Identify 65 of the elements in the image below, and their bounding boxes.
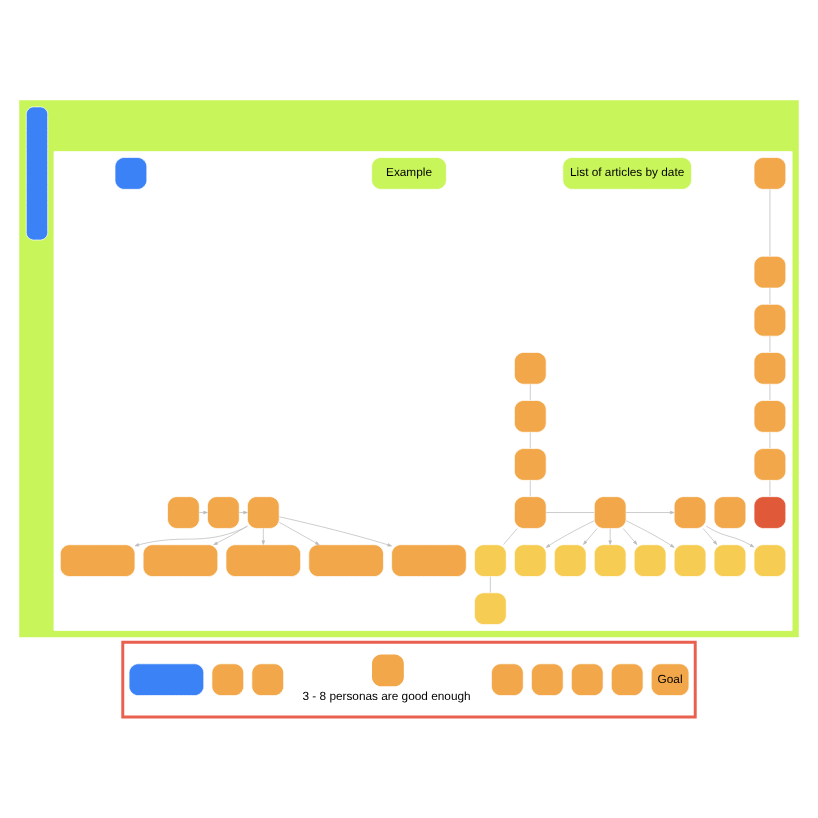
arrow <box>608 528 612 545</box>
cluster <box>19 100 799 638</box>
node-box <box>491 663 524 696</box>
cluster <box>53 151 793 631</box>
arrow <box>625 510 675 515</box>
node-box <box>308 544 384 577</box>
arrow <box>583 528 598 545</box>
node-box <box>514 544 547 577</box>
node-box <box>673 496 707 529</box>
node-box <box>593 544 627 577</box>
node-box <box>753 157 787 190</box>
connector <box>503 528 518 545</box>
cluster <box>121 640 697 719</box>
node-box <box>114 157 148 190</box>
node-box <box>251 663 284 696</box>
arrow <box>278 521 320 546</box>
node-box <box>753 496 787 529</box>
node-box <box>59 544 136 577</box>
node-box <box>514 400 547 433</box>
arrow <box>238 510 248 515</box>
node-box <box>673 544 707 577</box>
node-box <box>610 663 644 696</box>
node-box <box>372 654 404 687</box>
node-box <box>753 304 787 337</box>
arrow <box>702 528 718 545</box>
node-box <box>142 544 219 577</box>
connector <box>545 512 595 513</box>
node-box <box>753 352 787 385</box>
node-box <box>474 592 507 625</box>
node-box <box>753 255 787 289</box>
node-box <box>211 663 245 696</box>
node-box <box>474 544 507 577</box>
node-box <box>207 496 240 529</box>
arrow <box>545 520 595 548</box>
node-box <box>514 448 547 481</box>
connector <box>529 383 531 401</box>
arrow <box>705 525 755 548</box>
node-box <box>531 663 564 696</box>
node-box <box>753 448 787 481</box>
arrow <box>622 528 638 545</box>
arrow <box>625 520 675 548</box>
node-box <box>753 400 787 433</box>
node-box <box>391 544 467 577</box>
node-box <box>128 663 205 696</box>
connector <box>529 432 531 449</box>
connector <box>490 576 491 593</box>
node-box <box>553 544 587 577</box>
node-box <box>514 496 547 529</box>
node-box <box>167 496 200 529</box>
node-box <box>713 496 747 529</box>
node-box <box>247 496 280 529</box>
node-box <box>753 544 787 577</box>
connector <box>529 480 531 497</box>
node-bar <box>25 106 49 241</box>
arrow <box>134 526 248 547</box>
node-box <box>593 496 627 529</box>
node-box <box>225 544 301 577</box>
arrow <box>278 516 392 547</box>
arrow <box>261 528 265 545</box>
node-box <box>633 544 667 577</box>
arrow <box>213 525 248 546</box>
node-box <box>713 544 747 577</box>
node-box <box>570 663 604 696</box>
arrow <box>198 510 208 515</box>
node-box <box>514 352 547 385</box>
